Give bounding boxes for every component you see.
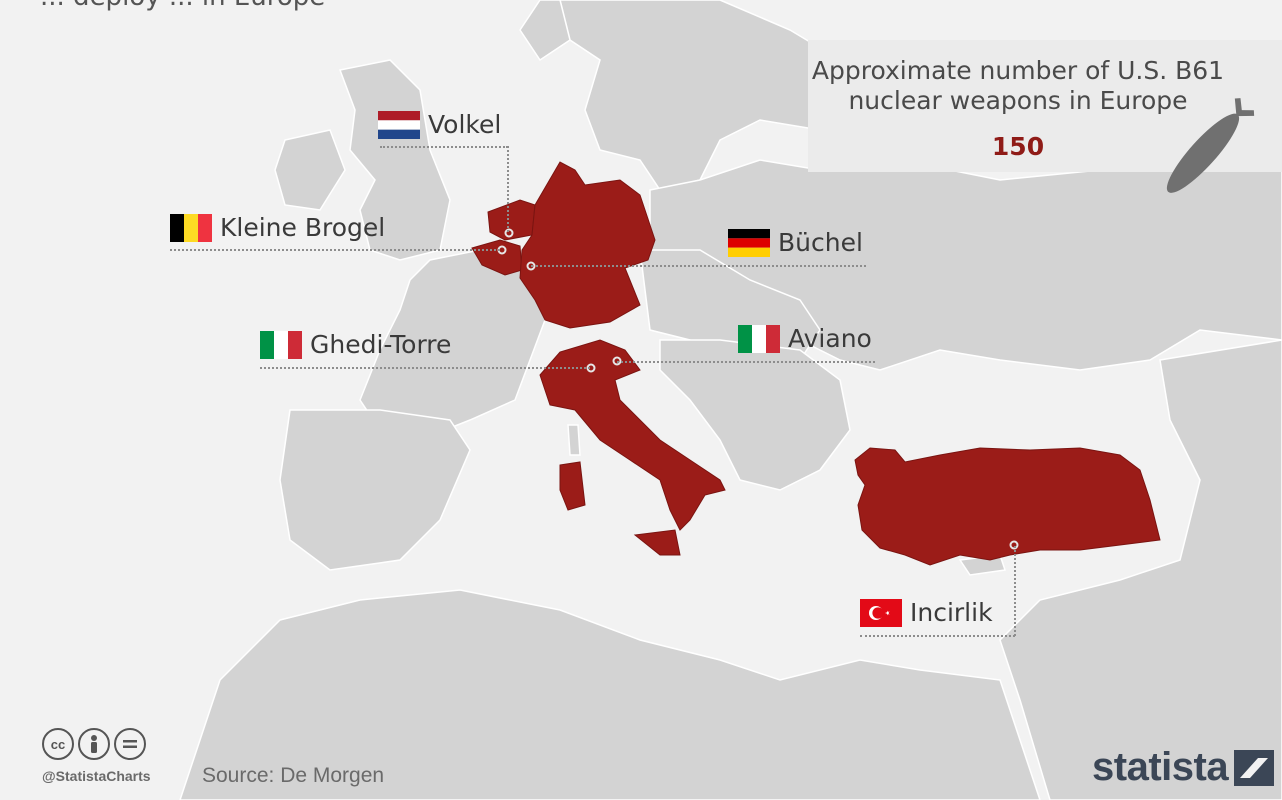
sardinia-shape	[559, 461, 586, 511]
turkey-flag-icon	[860, 598, 902, 627]
leader-line-incirlik-v	[1014, 546, 1016, 636]
italy-flag-icon	[260, 330, 302, 359]
belgium-flag-icon	[170, 213, 212, 242]
site-name: Aviano	[788, 324, 872, 353]
attribution-icon	[78, 728, 110, 760]
netherlands-flag-icon	[378, 110, 420, 139]
site-name: Kleine Brogel	[220, 213, 386, 242]
site-label-aviano: Aviano	[738, 324, 872, 353]
site-label-ghedi-torre: Ghedi-Torre	[260, 330, 451, 359]
license-icons: cc	[42, 728, 146, 760]
statista-logo-icon	[1234, 749, 1275, 786]
land-masses	[179, 0, 1282, 800]
info-box: Approximate number of U.S. B61 nuclear w…	[808, 40, 1282, 172]
site-label-kleine-brogel: Kleine Brogel	[170, 213, 385, 242]
site-label-volkel: Volkel	[378, 110, 501, 139]
cc-icon: cc	[42, 728, 74, 760]
site-name: Ghedi-Torre	[310, 330, 452, 359]
statista-handle: @StatistaCharts	[42, 768, 151, 784]
leader-line-volkel	[380, 146, 508, 148]
site-name: Büchel	[778, 228, 863, 257]
leader-line-incirlik	[860, 635, 1015, 637]
sicily-shape	[633, 529, 681, 556]
leader-line-ghedi	[260, 367, 590, 369]
germany-flag-icon	[728, 228, 770, 257]
info-box-title: Approximate number of U.S. B61 nuclear w…	[811, 56, 1225, 115]
highlighted-countries	[471, 161, 1161, 566]
source-note: Source: De Morgen	[202, 764, 385, 787]
bomb-icon	[1166, 98, 1255, 193]
no-derivatives-icon	[114, 728, 146, 760]
site-name: Volkel	[428, 110, 502, 139]
italy-flag-icon	[738, 324, 780, 353]
logo-text: statista	[1092, 745, 1229, 789]
turkey-shape	[854, 447, 1161, 566]
info-box-value: 150	[991, 132, 1045, 161]
site-label-incirlik: Incirlik	[860, 598, 993, 627]
site-name: Incirlik	[910, 598, 993, 627]
leader-line-volkel-v	[507, 146, 509, 232]
statista-logo: statista	[1092, 745, 1275, 790]
chart-title: ... deploy ... in Europe	[40, 0, 325, 12]
germany-shape	[519, 161, 656, 329]
leader-line-kleine-brogel	[170, 249, 500, 251]
site-label-buchel: Büchel	[728, 228, 863, 257]
leader-line-aviano	[617, 361, 875, 363]
italy-shape	[539, 339, 726, 531]
leader-line-buchel	[531, 265, 866, 267]
